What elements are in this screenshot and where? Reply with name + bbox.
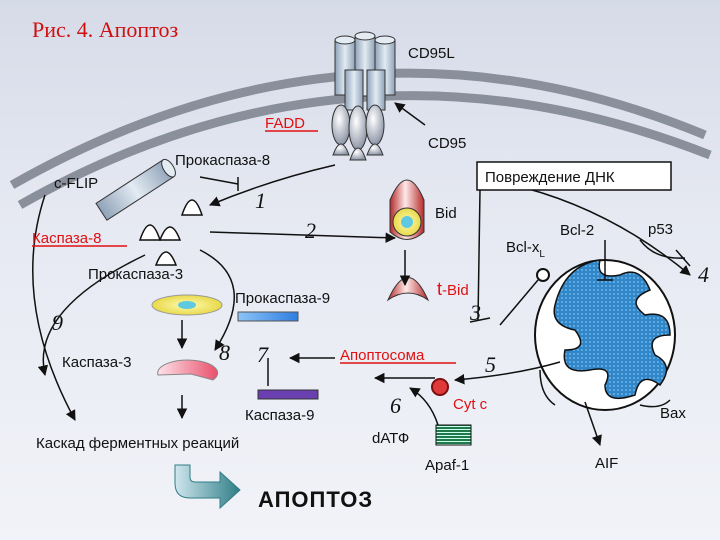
- caspase3-label: Каспаза-3: [62, 354, 131, 371]
- bcl2-label: Bcl-2: [560, 222, 594, 239]
- datp-label: dАТФ: [372, 430, 409, 447]
- cytc-icon: [431, 378, 449, 396]
- bax-label: Bax: [660, 405, 686, 422]
- figure-title: Рис. 4. Апоптоз: [32, 17, 178, 42]
- tbid-icon: [386, 277, 430, 302]
- bclxl-sub: L: [539, 249, 545, 260]
- bclxl-main: Bcl-x: [506, 239, 540, 256]
- apoptosis-arrow-icon: [174, 464, 241, 510]
- step-1: 1: [255, 188, 266, 213]
- cascade-label: Каскад ферментных реакций: [36, 435, 239, 452]
- p53-label: p53: [648, 221, 673, 238]
- procaspase8-label: Прокаспаза-8: [175, 152, 270, 169]
- bclxl-label: Bcl-xL: [506, 239, 545, 260]
- apaf1-icon: [435, 424, 472, 446]
- fadd-label: FADD: [265, 115, 305, 132]
- procaspase3-label: Прокаспаза-3: [88, 266, 183, 283]
- caspase9-label: Каспаза-9: [245, 407, 314, 424]
- step-2: 2: [305, 218, 316, 243]
- step-6: 6: [390, 393, 401, 418]
- dna-damage-label: Повреждение ДНК: [485, 169, 615, 186]
- tbid-prefix: t: [437, 279, 442, 299]
- bid-label: Bid: [435, 205, 457, 222]
- procaspase3-icon: [151, 294, 223, 316]
- step-7: 7: [257, 342, 269, 367]
- apoptosome-label: Апоптосома: [340, 347, 425, 364]
- procaspase9-label: Прокаспаза-9: [235, 290, 330, 307]
- apaf1-label: Apaf-1: [425, 457, 469, 474]
- cflip-icon: [95, 158, 176, 221]
- step-9: 9: [52, 310, 63, 335]
- caspase9-icon: [257, 389, 319, 400]
- cytc-label: Cyt c: [453, 396, 488, 413]
- tbid-rest: -Bid: [442, 282, 469, 299]
- step-8: 8: [219, 340, 230, 365]
- apoptosis-label: АПОПТОЗ: [258, 487, 373, 512]
- tbid-label: t-Bid: [437, 279, 469, 299]
- caspase8-icon: [138, 199, 204, 266]
- caspase8-label: Каспаза-8: [32, 230, 101, 247]
- bid-icon: [389, 179, 425, 240]
- procaspase9-icon: [237, 311, 299, 322]
- step-5: 5: [485, 352, 496, 377]
- dna-damage-box: Повреждение ДНК: [476, 161, 672, 191]
- caspase3-icon: [157, 359, 219, 381]
- mitochondrion-icon: [534, 259, 676, 411]
- cd95-label: CD95: [428, 135, 466, 152]
- step-4: 4: [698, 262, 709, 287]
- aif-label: AIF: [595, 455, 618, 472]
- cflip-label: c-FLIP: [54, 175, 98, 192]
- cd95l-label: CD95L: [408, 45, 455, 62]
- cd95-receptor-icon: [331, 104, 385, 161]
- step-3: 3: [469, 300, 481, 325]
